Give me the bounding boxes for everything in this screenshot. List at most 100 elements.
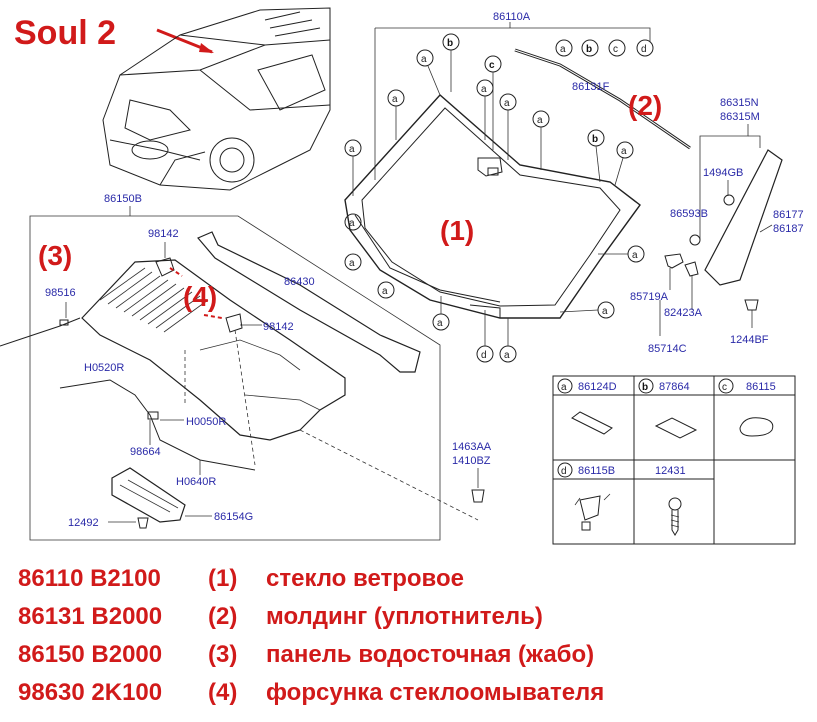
caption-part-number: 86131 B2000 — [18, 603, 163, 630]
label-86110A: 86110A — [493, 11, 531, 23]
diagram-title: Soul 2 — [14, 14, 116, 52]
label-98142-top: 98142 — [148, 228, 179, 240]
svg-text:a: a — [561, 382, 567, 393]
moulding-86131F: 86131F (2) — [514, 48, 691, 150]
caption-index: (1) — [208, 565, 238, 592]
callout-a: a — [555, 39, 573, 57]
callout-c: c — [608, 39, 626, 57]
callout-a-left4: a — [344, 253, 362, 271]
svg-text:b: b — [642, 382, 648, 393]
exploded-diagram: Soul 2 86110A (1) — [0, 7, 804, 545]
caption-index: (4) — [208, 679, 238, 706]
caption-description: молдинг (уплотнитель) — [266, 603, 543, 630]
red-arrowhead — [199, 43, 214, 53]
label-H0640R: H0640R — [176, 476, 216, 488]
svg-text:a: a — [602, 306, 608, 317]
label-12492: 12492 — [68, 517, 99, 529]
svg-text:a: a — [537, 115, 543, 126]
label-86154G: 86154G — [214, 511, 253, 523]
svg-text:b: b — [586, 44, 592, 55]
label-98664: 98664 — [130, 446, 161, 458]
caption-description: панель водосточная (жабо) — [266, 641, 595, 668]
label-82423A: 82423A — [664, 307, 703, 319]
svg-text:b: b — [447, 38, 453, 49]
svg-text:a: a — [621, 146, 627, 157]
legend-cell-d: d 86115B — [557, 462, 615, 531]
svg-text:a: a — [632, 250, 638, 261]
windshield-callouts: a b c d b a c a a a a a a a a a d a b a … — [344, 33, 654, 363]
legend-cell-b: b 87864 — [638, 378, 698, 439]
callout-d-bottom: d — [476, 310, 494, 363]
callout-a-right2: a — [598, 245, 645, 263]
svg-text:b: b — [592, 134, 598, 145]
svg-text:86124D: 86124D — [578, 381, 617, 393]
callout-c-top: c — [484, 55, 502, 150]
pillar-parts: 86315N 86315M 1494GB 86593B 86177 86187 … — [630, 97, 804, 355]
moulding-number: (2) — [628, 90, 662, 121]
cowl-panel-group: 86150B (3) 86430 98142 98142 (4) 98516 H… — [0, 193, 492, 541]
caption-row: 86131 B2000 (2) молдинг (уплотнитель) — [18, 598, 808, 636]
svg-text:d: d — [561, 466, 567, 477]
callout-a-mid3: a — [532, 110, 550, 170]
svg-text:a: a — [437, 318, 443, 329]
svg-text:a: a — [392, 94, 398, 105]
nozzle-number: (4) — [183, 281, 217, 312]
caption-part-number: 98630 2K100 — [18, 679, 163, 706]
label-98516: 98516 — [45, 287, 76, 299]
caption-index: (3) — [208, 641, 238, 668]
svg-text:a: a — [349, 144, 355, 155]
caption-part-number: 86150 B2000 — [18, 641, 163, 668]
svg-text:c: c — [613, 44, 618, 55]
label-86150B: 86150B — [104, 193, 142, 205]
caption-index: (2) — [208, 603, 238, 630]
svg-text:a: a — [504, 98, 510, 109]
label-1410BZ: 1410BZ — [452, 455, 491, 467]
svg-text:a: a — [349, 218, 355, 229]
label-85714C: 85714C — [648, 343, 687, 355]
label-85719A: 85719A — [630, 291, 669, 303]
cowl-number: (3) — [38, 240, 72, 271]
label-1463AA: 1463AA — [452, 441, 492, 453]
svg-text:86115B: 86115B — [578, 465, 615, 477]
label-86187: 86187 — [773, 223, 804, 235]
label-98142-bottom: 98142 — [263, 321, 294, 333]
svg-text:d: d — [481, 350, 487, 361]
label-86430: 86430 — [284, 276, 315, 288]
legend-table: a 86124D b 87864 c 86115 d 86115B 12431 — [552, 375, 796, 545]
label-H0050R: H0050R — [186, 416, 226, 428]
windshield-group: 86110A (1) — [344, 11, 651, 319]
callout-a-top: a — [416, 49, 441, 96]
caption-part-number: 86110 B2100 — [18, 565, 161, 592]
windshield-number: (1) — [440, 215, 474, 246]
svg-text:a: a — [504, 350, 510, 361]
car-illustration — [102, 7, 331, 191]
svg-text:d: d — [641, 44, 647, 55]
callout-a-right1: a — [614, 141, 634, 186]
callout-b-right: b — [587, 129, 605, 183]
label-86593B: 86593B — [670, 208, 708, 220]
svg-text:a: a — [349, 258, 355, 269]
callout-a-left1: a — [387, 89, 405, 140]
svg-text:a: a — [560, 44, 566, 55]
part-captions: 86110 B2100(1)стекло ветровое 86131 B200… — [18, 560, 808, 712]
svg-text:c: c — [722, 382, 727, 393]
svg-text:a: a — [421, 54, 427, 65]
legend-cell-a: a 86124D — [557, 378, 617, 435]
callout-a-bottom2: a — [432, 296, 450, 331]
callout-a-left2: a — [344, 139, 362, 196]
svg-text:a: a — [481, 84, 487, 95]
svg-text:87864: 87864 — [659, 381, 690, 393]
label-86177: 86177 — [773, 209, 804, 221]
label-86315M: 86315M — [720, 111, 760, 123]
caption-row: 86150 B2000 (3) панель водосточная (жабо) — [18, 636, 808, 674]
legend-cell-12431: 12431 — [655, 465, 686, 536]
label-86315N: 86315N — [720, 97, 759, 109]
legend-cell-c: c 86115 — [718, 378, 776, 437]
caption-row: 86110 B2100(1)стекло ветровое — [18, 560, 808, 598]
caption-row: 98630 2K100 (4) форсунка стеклоомывателя — [18, 674, 808, 712]
label-1494GB: 1494GB — [703, 167, 743, 179]
svg-text:86115: 86115 — [746, 381, 776, 393]
label-1244BF: 1244BF — [730, 334, 769, 346]
caption-description: форсунка стеклоомывателя — [266, 679, 605, 706]
callout-a-mid1: a — [476, 79, 494, 140]
